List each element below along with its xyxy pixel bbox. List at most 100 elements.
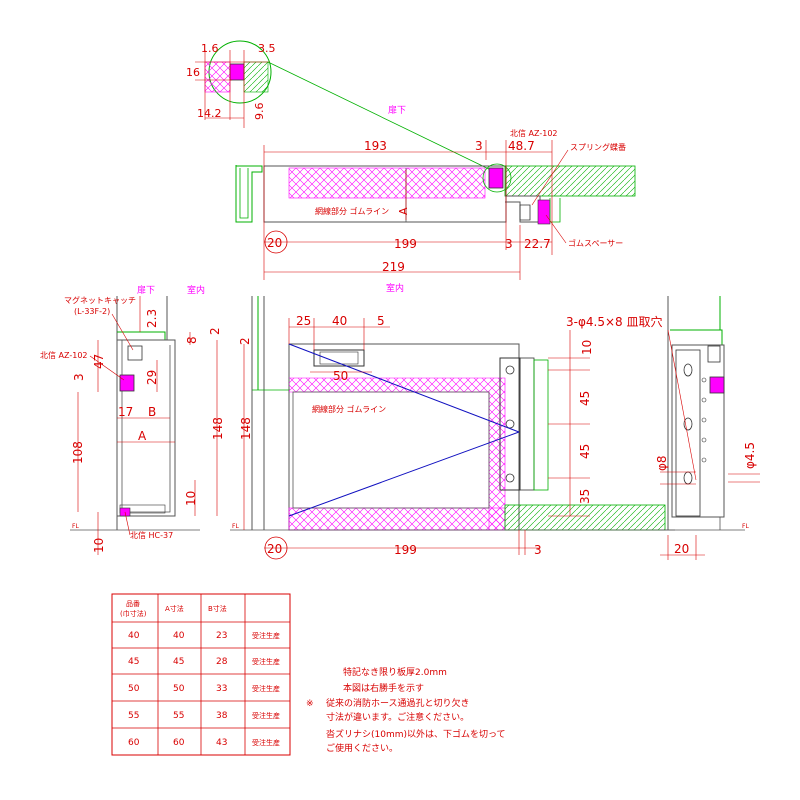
label-hokushin-az-left: 北信 AZ-102 bbox=[40, 350, 88, 360]
dim-20-front: 20 bbox=[267, 542, 282, 556]
dim-10-left-a: 10 bbox=[184, 491, 198, 506]
table-row: 45 45 28 受注生産 bbox=[128, 657, 280, 667]
note-line-5: 沓ズリナシ(10mm)以外は、下ゴムを切って bbox=[326, 728, 506, 740]
dim-25: 25 bbox=[296, 314, 311, 328]
left-section-view: 扉下 室内 FL 2.3 8 47 3 29 17 B A 108 bbox=[40, 284, 225, 555]
dim-10-left-b: 10 bbox=[92, 538, 106, 553]
table-cell-b: 28 bbox=[216, 657, 228, 667]
dim-5: 5 bbox=[377, 314, 385, 328]
note-line-6: ご使用ください。 bbox=[326, 742, 398, 754]
label-magnet-catch-model: (L-33F-2) bbox=[74, 307, 110, 316]
table-row: 40 40 23 受注生産 bbox=[128, 631, 280, 641]
front-hatch-bottom bbox=[288, 507, 506, 531]
dim-1-6: 1.6 bbox=[201, 42, 219, 55]
table-header-model: 品番 bbox=[126, 600, 140, 608]
table-cell-b: 43 bbox=[216, 738, 227, 748]
dim-2-front-a: 2 bbox=[238, 337, 252, 345]
detail-view: 1.6 3.5 16 14.2 9.6 bbox=[186, 40, 496, 173]
top-plan-view: 扉下 193 3 48.7 A 網線部分 ゴムライン 北信 AZ-102 スプリ… bbox=[235, 104, 636, 280]
label-rubber-spacer: ゴムスペーサー bbox=[568, 238, 623, 248]
table-cell-a: 55 bbox=[173, 711, 184, 721]
table-cell-note: 受注生産 bbox=[252, 684, 280, 693]
table-cell-model: 40 bbox=[128, 631, 140, 641]
dim-14-2: 14.2 bbox=[197, 107, 222, 120]
dim-a-top: A bbox=[397, 207, 410, 215]
front-diagonal-1 bbox=[288, 343, 520, 433]
dim-10-right: 10 bbox=[580, 340, 594, 355]
front-hatch-top bbox=[289, 377, 506, 531]
dim-9-6: 9.6 bbox=[253, 103, 266, 121]
note-line-3: 従来の消防ホース通過孔と切り欠き bbox=[326, 697, 470, 709]
table-header-a: A寸法 bbox=[165, 604, 184, 613]
table-cell-a: 45 bbox=[173, 657, 184, 667]
dim-40-front: 40 bbox=[332, 314, 347, 328]
dim-20-right: 20 bbox=[674, 542, 689, 556]
label-room-left: 室内 bbox=[187, 284, 205, 296]
dim-16: 16 bbox=[186, 66, 200, 79]
dim-b-left: B bbox=[148, 405, 156, 419]
front-diagonal-2 bbox=[288, 431, 520, 517]
dim-45-right-a: 45 bbox=[578, 391, 592, 406]
dim-29: 29 bbox=[145, 370, 159, 385]
dim-148-front: 148 bbox=[239, 417, 253, 440]
spec-table: 品番 (巾寸法) A寸法 B寸法 40 40 23 受注生産 45 45 28 … bbox=[111, 593, 291, 756]
front-elevation-view: 室内 FL 25 40 5 50 bbox=[208, 282, 675, 560]
detail-rubber bbox=[204, 61, 231, 93]
top-frame-green bbox=[504, 165, 636, 197]
table-cell-model: 50 bbox=[128, 684, 140, 694]
table-cell-a: 40 bbox=[173, 631, 185, 641]
table-cell-note: 受注生産 bbox=[252, 738, 280, 747]
table-cell-note: 受注生産 bbox=[252, 657, 280, 666]
dim-108: 108 bbox=[71, 441, 85, 464]
table-row: 60 60 43 受注生産 bbox=[128, 738, 280, 748]
label-rubber-line-front: 網線部分 ゴムライン bbox=[312, 404, 386, 414]
dim-2-front-b: 2 bbox=[208, 327, 222, 335]
table-row: 50 50 33 受注生産 bbox=[128, 684, 280, 694]
dim-20-top: 20 bbox=[267, 236, 282, 250]
dim-phi4-5: φ4.5 bbox=[743, 442, 757, 469]
dim-199-front: 199 bbox=[394, 543, 417, 557]
dim-148-left: 148 bbox=[211, 417, 225, 440]
table-cell-note: 受注生産 bbox=[252, 711, 280, 720]
detail-leader bbox=[267, 61, 496, 173]
table-cell-b: 38 bbox=[216, 711, 228, 721]
table-cell-a: 50 bbox=[173, 684, 185, 694]
front-magnet-catch bbox=[313, 349, 365, 367]
dim-48-7: 48.7 bbox=[508, 139, 535, 153]
dim-3-left: 3 bbox=[72, 373, 86, 381]
table-cell-b: 33 bbox=[216, 684, 227, 694]
dim-199-top: 199 bbox=[394, 237, 417, 251]
dim-17: 17 bbox=[118, 405, 133, 419]
table-row: 55 55 38 受注生産 bbox=[128, 711, 280, 721]
label-fl-right: FL bbox=[742, 523, 749, 530]
table-cell-model: 45 bbox=[128, 657, 139, 667]
front-frame-green bbox=[504, 504, 666, 531]
dim-8-left: 8 bbox=[185, 336, 199, 344]
dim-3-5: 3.5 bbox=[258, 42, 276, 55]
top-gasket bbox=[488, 167, 504, 189]
detail-frame-green bbox=[243, 61, 269, 93]
notes-block: 特記なき限り板厚2.0mm 本図は右勝手を示す ※ 従来の消防ホース通過孔と切り… bbox=[306, 666, 506, 754]
note-line-2: 本図は右勝手を示す bbox=[343, 682, 424, 694]
label-hokushin-hc: 北信 HC-37 bbox=[130, 530, 173, 540]
top-left-frame bbox=[235, 165, 263, 223]
label-holes-note: 3-φ4.5×8 皿取穴 bbox=[566, 314, 662, 329]
left-frame-body bbox=[116, 339, 176, 517]
dim-35-right: 35 bbox=[578, 489, 592, 504]
dim-a-left: A bbox=[138, 429, 147, 443]
dim-50-front: 50 bbox=[333, 369, 348, 383]
label-section-bottom-top: 扉下 bbox=[388, 104, 406, 116]
table-cell-model: 55 bbox=[128, 711, 139, 721]
table-header-b: B寸法 bbox=[208, 604, 227, 613]
label-magnet-catch: マグネットキャッチ bbox=[64, 295, 136, 305]
table-cell-model: 60 bbox=[128, 738, 140, 748]
dim-47: 47 bbox=[92, 354, 106, 369]
dim-193: 193 bbox=[364, 139, 387, 153]
table-cell-note: 受注生産 bbox=[252, 631, 280, 640]
table-header-model-sub: (巾寸法) bbox=[120, 609, 147, 618]
label-fl-front: FL bbox=[232, 523, 239, 530]
detail-gasket bbox=[229, 63, 245, 81]
label-hokushin-az-top: 北信 AZ-102 bbox=[510, 128, 558, 138]
note-line-1: 特記なき限り板厚2.0mm bbox=[343, 666, 447, 678]
